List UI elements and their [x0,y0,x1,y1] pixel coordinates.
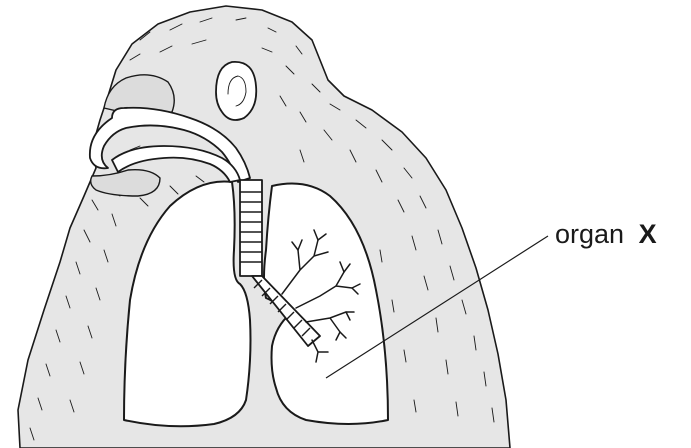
gorilla-body [18,6,510,448]
gorilla-ear [216,62,256,120]
organ-x-label: organ X [555,219,657,249]
organ-label-letter: X [639,219,657,249]
organ-label-word: organ [555,219,624,249]
